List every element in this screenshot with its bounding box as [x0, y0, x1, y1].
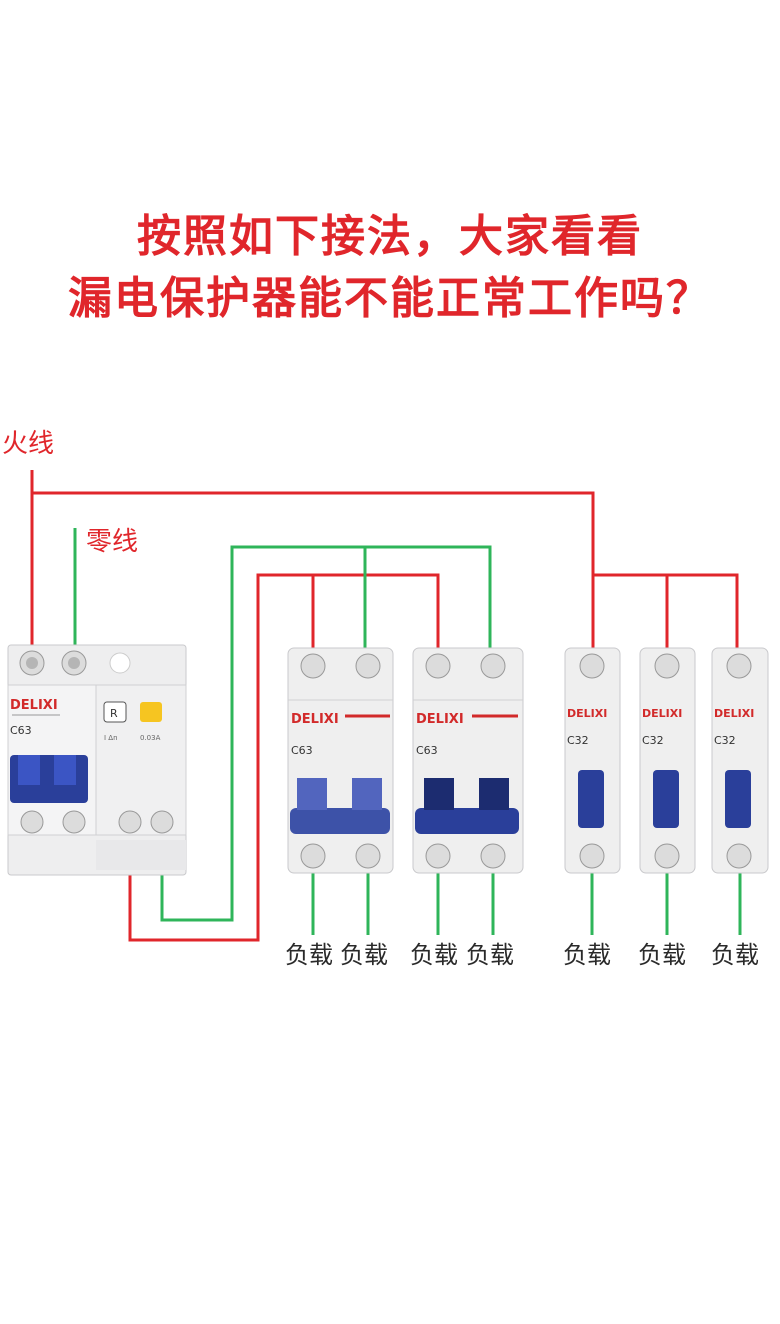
neutral-wire-label: 零线 — [86, 527, 138, 557]
svg-text:0.03A: 0.03A — [140, 734, 161, 742]
breaker-1p-1-rating: C32 — [567, 734, 589, 747]
breaker-1p-2: DELIXI C32 — [639, 647, 696, 874]
load-label-6: 负载 — [638, 941, 686, 969]
live-wire-main — [30, 470, 595, 665]
title-line-2: 漏电保护器能不能正常工作吗？ — [68, 273, 712, 324]
rcd-breaker: DELIXI C63 R I Δn 0.03A — [7, 644, 187, 876]
breaker-1p-2-handle[interactable] — [653, 770, 679, 828]
load-label-1: 负载 — [285, 941, 333, 969]
load-label-5: 负载 — [563, 941, 611, 969]
breaker-1p-3-brand: DELIXI — [714, 707, 754, 720]
wiring-diagram: 火线 零线 DELIXI — [2, 429, 769, 969]
breaker-1p-1: DELIXI C32 — [564, 647, 621, 874]
rcd-rating: C63 — [10, 724, 32, 737]
load-label-4: 负载 — [466, 941, 514, 969]
breaker-1p-3-rating: C32 — [714, 734, 736, 747]
breaker-2p-1-handle[interactable] — [290, 808, 390, 834]
live-branch-1p — [593, 573, 739, 665]
breaker-2p-2: DELIXI C63 — [412, 647, 524, 874]
live-wire-label: 火线 — [2, 429, 54, 459]
rcd-test-button[interactable] — [140, 702, 162, 722]
breaker-1p-1-brand: DELIXI — [567, 707, 607, 720]
rcd-brand: DELIXI — [10, 698, 58, 713]
breaker-2p-1-brand: DELIXI — [291, 712, 339, 727]
title-line-1: 按照如下接法，大家看看 — [137, 211, 643, 262]
breaker-2p-2-handle[interactable] — [415, 808, 519, 834]
breaker-2p-2-brand: DELIXI — [416, 712, 464, 727]
breaker-2p-1-rating: C63 — [291, 744, 313, 757]
rcd-out-live — [128, 573, 440, 942]
breaker-2p-2-rating: C63 — [416, 744, 438, 757]
breaker-1p-2-brand: DELIXI — [642, 707, 682, 720]
rcd-test-button-label: R — [110, 707, 118, 720]
load-label-7: 负载 — [711, 941, 759, 969]
breaker-1p-3-handle[interactable] — [725, 770, 751, 828]
breaker-2p-1: DELIXI C63 — [287, 647, 394, 874]
breaker-1p-2-rating: C32 — [642, 734, 664, 747]
breaker-1p-3: DELIXI C32 — [711, 647, 769, 874]
svg-text:I Δn: I Δn — [104, 734, 118, 742]
breaker-1p-1-handle[interactable] — [578, 770, 604, 828]
rcd-out-neutral — [160, 545, 492, 922]
load-label-3: 负载 — [410, 941, 458, 969]
load-label-2: 负载 — [340, 941, 388, 969]
